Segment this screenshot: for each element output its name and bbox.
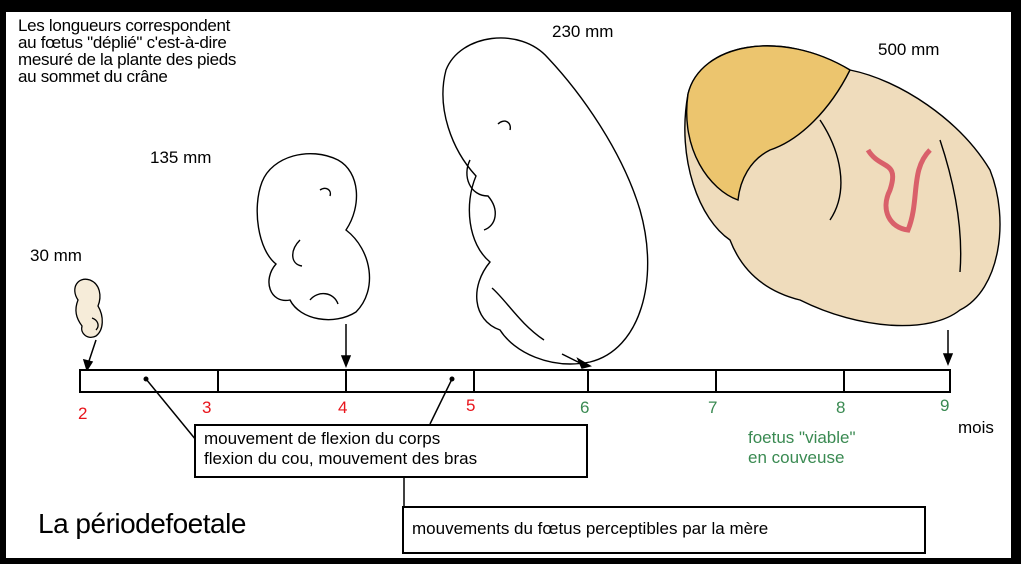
length-label-30mm: 30 mm — [30, 246, 82, 266]
fetus-500mm-icon — [685, 46, 1000, 326]
months-unit-label: mois — [958, 418, 994, 438]
fetus-135mm-icon — [257, 154, 369, 320]
measurement-note: Les longueurs correspondent au fœtus "dé… — [18, 17, 236, 85]
month-label-9: 9 — [940, 396, 949, 416]
fetus-230mm-icon — [443, 38, 648, 364]
month-label-5: 5 — [466, 396, 475, 416]
month-label-3: 3 — [202, 398, 211, 418]
month-label-4: 4 — [338, 398, 347, 418]
figure-title: La périodefoetale — [38, 508, 246, 540]
mother-perception-box: mouvements du fœtus perceptibles par la … — [402, 506, 926, 554]
movement-box: mouvement de flexion du corps flexion du… — [194, 424, 588, 478]
month-label-8: 8 — [836, 398, 845, 418]
month-label-7: 7 — [708, 398, 717, 418]
fetus-30mm-icon — [75, 279, 102, 337]
length-label-500mm: 500 mm — [878, 40, 939, 60]
length-label-135mm: 135 mm — [150, 148, 211, 168]
length-label-230mm: 230 mm — [552, 22, 613, 42]
timeline-bar — [80, 370, 950, 392]
month-label-6: 6 — [580, 398, 589, 418]
month-label-2: 2 — [78, 404, 87, 424]
viable-note: foetus "viable" en couveuse — [748, 428, 856, 468]
